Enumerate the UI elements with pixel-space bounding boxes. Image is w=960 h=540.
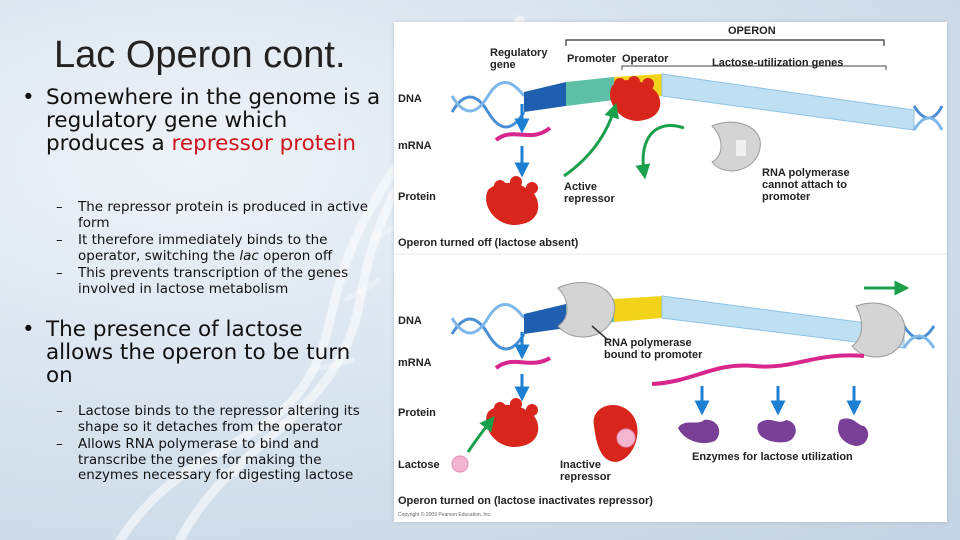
dna-strand-top [450, 73, 944, 131]
bullet-regulatory-gene: Somewhere in the genome is a regulatory … [22, 86, 386, 155]
lactose-label: Lactose [398, 459, 440, 471]
enzyme-2 [757, 419, 796, 443]
operator-label: Operator [622, 53, 669, 65]
operon-on-label: Operon turned on (lactose inactivates re… [398, 495, 653, 507]
repressor-bottom [486, 398, 539, 447]
sub-bullet: –The repressor protein is produced in ac… [56, 199, 369, 231]
sub-bullet-text: The repressor protein is produced in act… [78, 199, 369, 231]
sub-bullet: –Lactose binds to the repressor altering… [56, 403, 360, 435]
sub-bullet-text: This prevents transcription of the genes… [78, 265, 349, 297]
bullet2-subs: –Lactose binds to the repressor altering… [22, 402, 382, 484]
lactose-genes-label: Lactose-utilization genes [712, 57, 843, 69]
sub-bullet-text-end: operon off [258, 247, 333, 264]
sub-bullet: –Allows RNA polymerase to bind and trans… [56, 436, 354, 483]
rna-polymerase-detached [711, 121, 761, 172]
dna-label-top: DNA [398, 93, 422, 105]
rna-polymerase-bound [557, 282, 616, 338]
mrna-label-top: mRNA [398, 140, 432, 152]
genes-bracket [621, 65, 887, 70]
enzymes-label: Enzymes for lactose utilization [692, 451, 853, 463]
sub-bullet-text: Allows RNA polymerase to bind and transc… [78, 436, 354, 483]
bullet1-highlight: repressor protein [171, 131, 357, 156]
operon-off-label: Operon turned off (lactose absent) [398, 237, 579, 249]
operon-bracket [565, 39, 885, 46]
enzyme-3 [837, 418, 869, 446]
sub-bullet-italic: lac [239, 247, 259, 264]
mrna-strand-bottom-left [494, 356, 552, 370]
mrna-label-bottom: mRNA [398, 357, 432, 369]
sub-bullet-text: Lactose binds to the repressor altering … [78, 403, 360, 435]
bullet-lactose: The presence of lactose allows the opero… [22, 318, 356, 387]
slide-title: Lac Operon cont. [54, 34, 346, 76]
arrow-green-loop [635, 124, 685, 180]
sub-bullet: –It therefore immediately binds to the o… [56, 232, 333, 264]
dna-label-bottom: DNA [398, 315, 422, 327]
sub-bullet: –This prevents transcription of the gene… [56, 265, 349, 297]
enzyme-1 [678, 419, 720, 444]
bullet1-text: Somewhere in the genome is a regulatory … [46, 85, 381, 156]
protein-label-bottom: Protein [398, 407, 436, 419]
mrna-strand-top [494, 126, 552, 142]
inactive-repressor [593, 404, 638, 462]
active-repressor [486, 176, 539, 225]
arrow-lactose-binds [466, 416, 495, 453]
pointer-rna-pol [591, 325, 609, 341]
bullet1-subs: –The repressor protein is produced in ac… [22, 198, 382, 297]
rna-polymerase-transcribing [851, 302, 906, 358]
mrna-strand-bottom-long [651, 353, 865, 386]
operon-label: OPERON [728, 25, 776, 37]
arrow-repressor-binds [563, 102, 619, 178]
promoter-label: Promoter [567, 53, 617, 65]
protein-label-top: Protein [398, 191, 436, 203]
lactose-bound-molecule [616, 428, 636, 448]
repressor-bound-operator [610, 76, 661, 121]
copyright-text: Copyright © 2009 Pearson Education, Inc. [398, 511, 491, 518]
sub-bullet-text: It therefore immediately binds to the op… [78, 232, 328, 264]
bullet2-text: The presence of lactose allows the opero… [46, 317, 351, 388]
lactose-molecule [451, 455, 469, 473]
